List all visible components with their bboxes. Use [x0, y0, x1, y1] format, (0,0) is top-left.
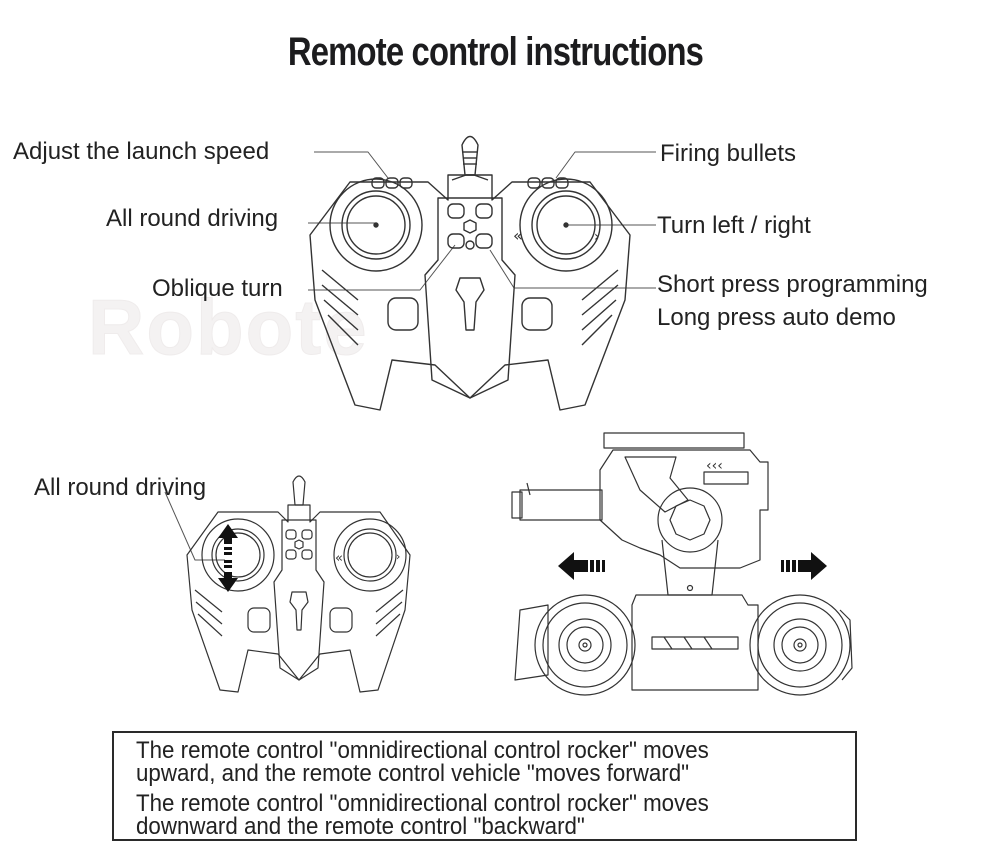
remote-body-outline	[309, 174, 631, 411]
up-down-arrow-icon	[218, 524, 238, 592]
label-short-press-programming: Short press programming	[657, 271, 928, 298]
svg-text:«: «	[335, 551, 343, 566]
caption-line: upward, and the remote control vehicle "…	[136, 760, 690, 787]
label-all-round-driving-small: All round driving	[34, 474, 207, 501]
instruction-caption-box: The remote control "omnidirectional cont…	[112, 731, 857, 841]
antenna-icon	[451, 135, 489, 181]
svg-text:‹‹‹: ‹‹‹	[706, 458, 723, 474]
left-grip-vents	[321, 269, 359, 346]
label-oblique-turn: Oblique turn	[152, 275, 283, 302]
label-long-press-auto-demo: Long press auto demo	[657, 304, 896, 331]
shoulder-buttons-left	[371, 177, 413, 189]
right-grip-vents	[581, 269, 619, 346]
remote-small-diagram: « ›	[164, 475, 411, 693]
label-all-round-driving: All round driving	[106, 205, 279, 232]
svg-text:›: ›	[594, 229, 600, 245]
right-trigger	[521, 297, 553, 331]
center-emblem	[455, 277, 485, 331]
wheel-right-icon	[749, 594, 851, 696]
svg-text:«: «	[513, 226, 523, 245]
function-buttons	[447, 203, 493, 250]
chassis-stripe	[651, 636, 739, 650]
shoulder-buttons-right	[527, 177, 569, 189]
svg-text:›: ›	[396, 550, 400, 563]
caption-line: The remote control "omnidirectional cont…	[136, 737, 709, 764]
wheel-left-icon	[534, 594, 636, 696]
label-adjust-launch-speed: Adjust the launch speed	[13, 138, 270, 165]
center-panel	[424, 197, 516, 399]
vehicle-diagram: ‹‹‹	[511, 432, 853, 696]
caption-line: The remote control "omnidirectional cont…	[136, 790, 709, 817]
left-joystick-icon	[329, 178, 423, 272]
arrow-left-icon	[558, 552, 605, 580]
arrow-right-icon	[781, 552, 827, 580]
leader-lines	[308, 151, 656, 291]
left-trigger	[387, 297, 419, 331]
caption-line: downward and the remote control "backwar…	[136, 813, 585, 840]
label-turn-left-right: Turn left / right	[657, 212, 811, 239]
gear-icon	[463, 219, 477, 234]
page-title: Remote control instructions	[287, 30, 704, 74]
watermark: Robote	[88, 283, 369, 372]
right-joystick-icon: « ›	[513, 178, 613, 272]
label-firing-bullets: Firing bullets	[660, 140, 797, 167]
